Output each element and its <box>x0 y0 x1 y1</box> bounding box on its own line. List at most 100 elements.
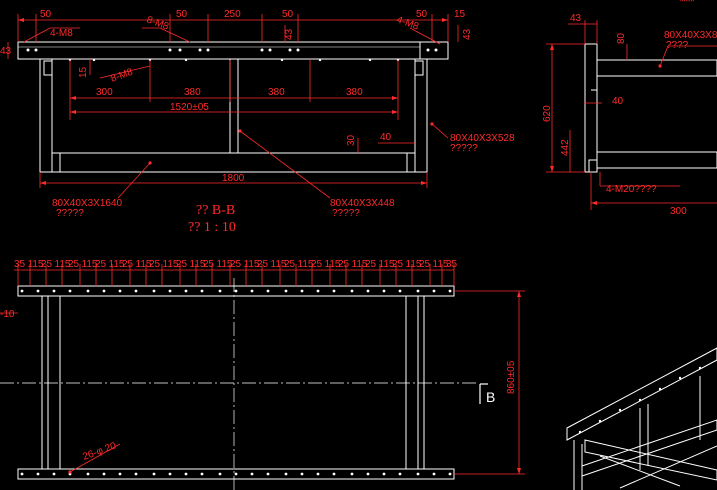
iso-cross-b <box>619 445 717 489</box>
plan-pitch-dim-19: 115 <box>271 259 287 270</box>
iso-cross-a <box>599 455 681 487</box>
plan-pitch-dim-11: 115 <box>163 259 179 270</box>
plan-pitch-dim-8: 25 <box>122 259 134 270</box>
iso-bottom-rail <box>581 419 717 477</box>
dim-top-250: 250 <box>224 9 241 20</box>
plan-rail-holes <box>20 289 452 476</box>
iso-top-rail-far <box>566 347 717 441</box>
section-cut-mark <box>479 383 488 404</box>
side-hole-callout: 4-M20???? <box>606 184 657 195</box>
section-view-b-b <box>17 41 449 173</box>
plan-dimensions <box>0 264 525 475</box>
plan-section-mark: B <box>486 389 495 405</box>
iso-top-rail-near <box>584 439 717 481</box>
section-view-arrowheads <box>18 18 448 185</box>
bottom-rail <box>51 152 416 173</box>
side-callout-sub: ???? <box>666 40 689 51</box>
dim-left-43: 43 <box>0 46 12 57</box>
left-foot <box>51 152 61 173</box>
plan-pitch-dim-31: 115 <box>433 259 449 270</box>
dim-top-15: 15 <box>454 9 466 20</box>
bottom-callout-sub: ????? <box>56 208 84 219</box>
dim-overall-inner: 1520±05 <box>170 102 209 113</box>
plan-pitch-dim-3: 115 <box>55 259 71 270</box>
plan-pitch-dim-32: 35 <box>446 259 458 270</box>
plan-pitch-dim-1: 115 <box>28 259 44 270</box>
plan-pitch-dim-15: 115 <box>217 259 233 270</box>
plan-pitch-dim-28: 25 <box>392 259 404 270</box>
plan-pitch-dim-14: 25 <box>203 259 215 270</box>
plan-pitch-dim-21: 115 <box>298 259 314 270</box>
dim-inner-380-a: 380 <box>184 87 201 98</box>
top-rail <box>17 41 421 60</box>
hole-callout-center: 8-M8 <box>145 14 171 32</box>
plan-pitch-dim-24: 25 <box>338 259 350 270</box>
dim-top-50-a: 50 <box>40 9 52 20</box>
plan-texts: -10 860±05 B 26-φ 20 <box>0 309 517 463</box>
hole-callout-left: 4-M8 <box>50 28 73 39</box>
view-title: ?? B-B <box>196 203 235 218</box>
plan-pitch-dim-20: 25 <box>284 259 296 270</box>
side-view-dimensions <box>546 20 717 210</box>
dim-center-43: 43 <box>284 28 295 40</box>
side-view-foot <box>588 159 598 173</box>
plan-pitch-dim-0: 35 <box>14 259 26 270</box>
plan-pitch-dim-27: 115 <box>379 259 395 270</box>
dim-right-43: 43 <box>462 28 473 40</box>
plan-pitch-dim-18: 25 <box>257 259 269 270</box>
side-dim-80: 80 <box>616 32 627 44</box>
right-foot <box>406 152 416 173</box>
side-edge-text: """" <box>680 0 695 9</box>
plan-pitch-dim-23: 115 <box>325 259 341 270</box>
top-rail-right-end <box>419 41 449 60</box>
side-view-top-beam <box>596 59 717 77</box>
dim-inner-380-b: 380 <box>268 87 285 98</box>
plan-pitch-dim-7: 115 <box>109 259 125 270</box>
side-dim-top: 43 <box>570 13 582 24</box>
plan-left-dim: -10 <box>0 309 15 320</box>
side-dim-442: 442 <box>560 139 571 156</box>
iso-holes <box>578 366 702 434</box>
side-dim-40: 40 <box>612 96 624 107</box>
dim-40: 40 <box>380 132 392 143</box>
leg-callout: 80X40X3X528 <box>450 133 515 144</box>
leg-callout-sub: ????? <box>450 143 478 154</box>
right-leg <box>414 58 428 173</box>
dim-top-50-c: 50 <box>282 9 294 20</box>
side-view-arrowheads <box>550 44 662 205</box>
plan-pitch-dim-2: 25 <box>41 259 53 270</box>
view-scale: ?? 1 : 10 <box>188 220 236 235</box>
plan-pitch-dim-12: 25 <box>176 259 188 270</box>
plan-pitch-dim-30: 25 <box>419 259 431 270</box>
left-top-pad <box>43 60 53 76</box>
dim-top-50-d: 50 <box>416 9 428 20</box>
dim-30: 30 <box>346 134 357 146</box>
plan-hole-callout: 26-φ 20 <box>81 440 118 462</box>
plan-pitch-dim-6: 25 <box>95 259 107 270</box>
plan-pitch-dim-9: 115 <box>136 259 152 270</box>
plan-pitch-dim-16: 25 <box>230 259 242 270</box>
plan-dimension-ticks <box>17 264 455 286</box>
right-top-pad <box>414 60 424 76</box>
plan-centerlines <box>0 278 476 490</box>
side-dim-height: 620 <box>542 105 553 122</box>
isometric-view <box>566 347 717 490</box>
plan-pitch-dim-4: 25 <box>68 259 80 270</box>
plan-depth-dim: 860±05 <box>506 360 517 394</box>
dim-15: 15 <box>78 66 89 78</box>
side-view-texts: 43 80 80X40X3X82 ???? 620 40 442 4-M20??… <box>542 0 717 217</box>
plan-pitch-dim-22: 25 <box>311 259 323 270</box>
dim-inner-380-c: 380 <box>346 87 363 98</box>
dim-inner-300: 300 <box>96 87 113 98</box>
top-rail-holes <box>26 48 438 62</box>
hole-callout-inner: 8-M8 <box>109 67 135 85</box>
dim-overall-length: 1800 <box>222 173 245 184</box>
middle-callout: 80X40X3X448 <box>330 198 395 209</box>
plan-pitch-dim-29: 115 <box>406 259 422 270</box>
section-view-texts: 50 50 250 50 50 15 43 43 43 4-M8 8-M8 4-… <box>0 9 515 235</box>
bottom-callout: 80X40X3X1640 <box>52 198 123 209</box>
side-view-post <box>584 43 598 173</box>
plan-pitch-dim-26: 25 <box>365 259 377 270</box>
